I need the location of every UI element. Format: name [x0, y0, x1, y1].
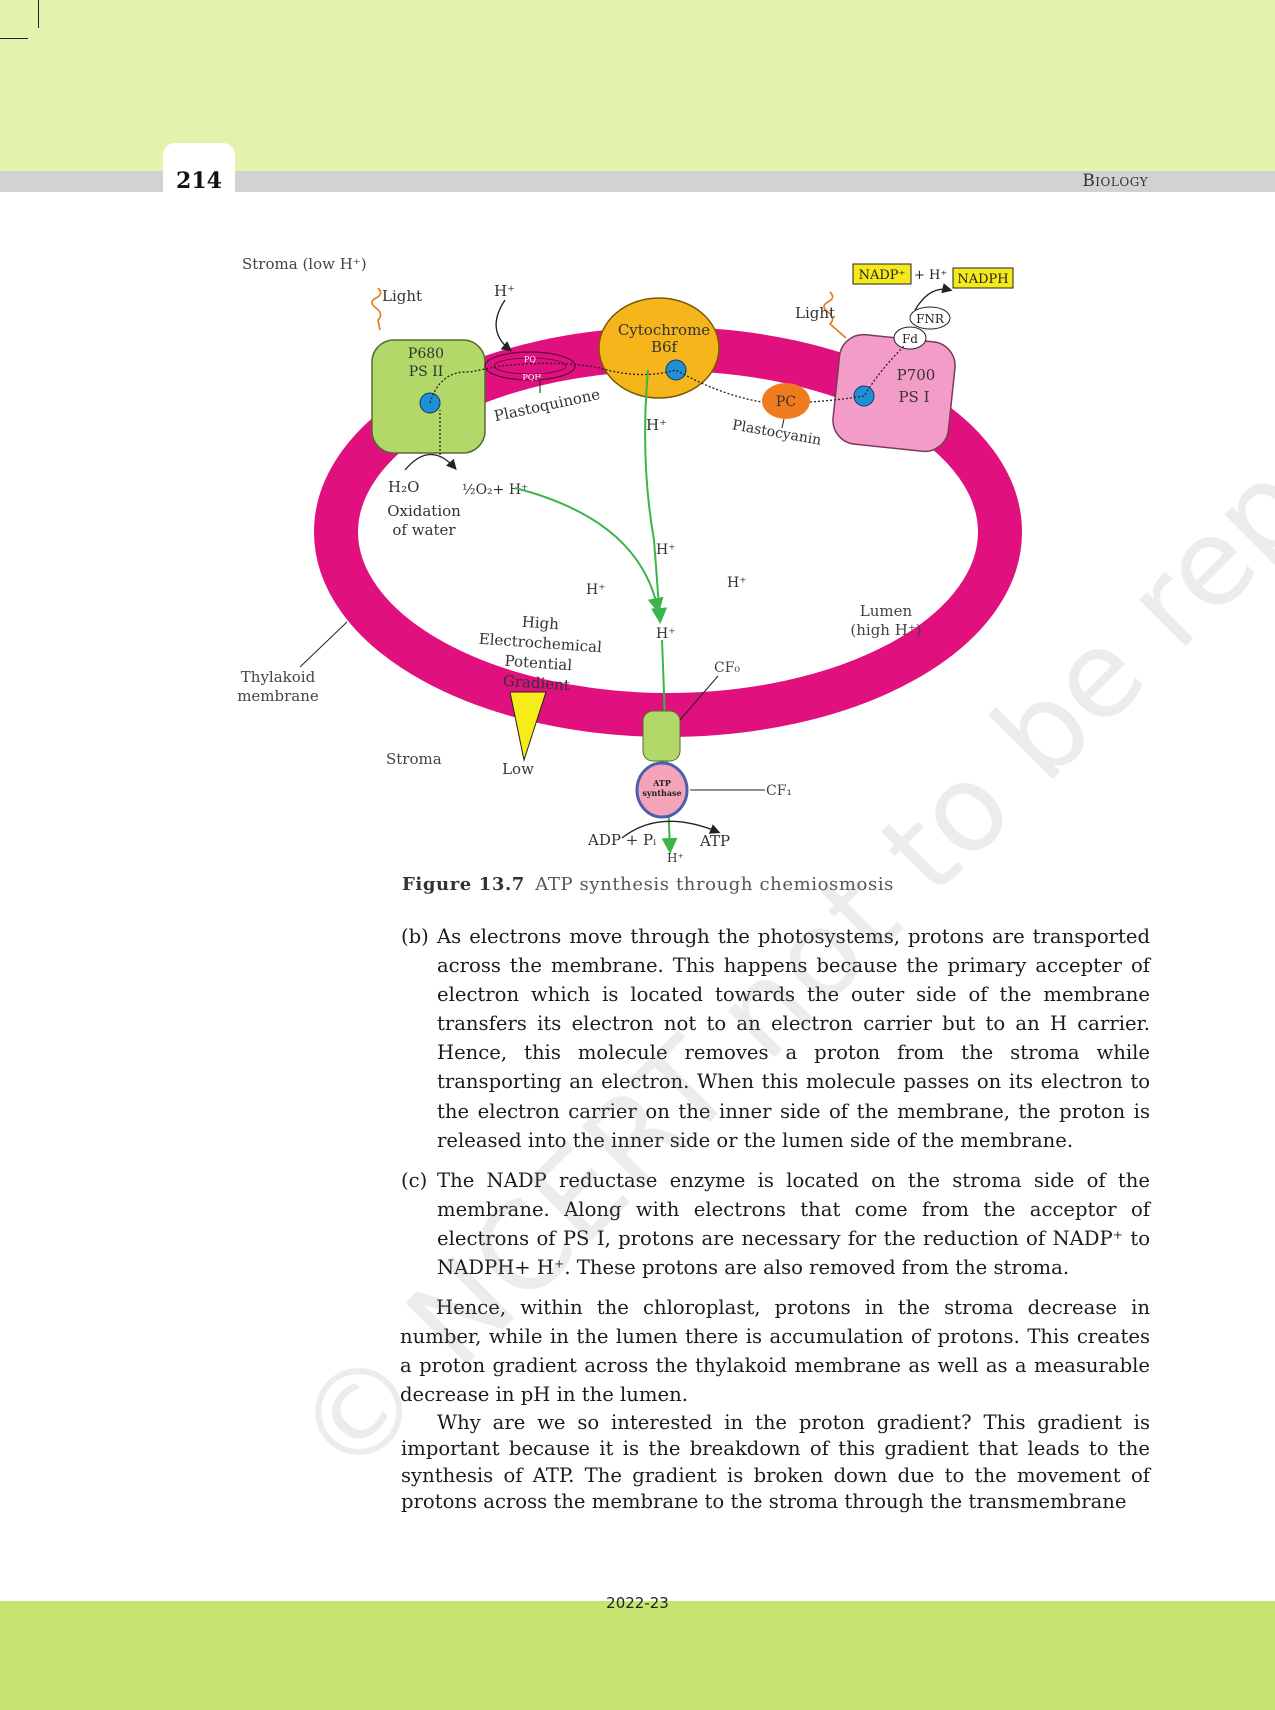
- h-plus-mid-4: H⁺: [656, 626, 676, 642]
- list-item-c: (c) The NADP reductase enzyme is located…: [401, 1166, 1150, 1282]
- h-plus-mid-2: H⁺: [586, 582, 606, 598]
- atp-arrow: [621, 820, 721, 839]
- p700-label: P700: [897, 366, 936, 384]
- atp-synthase-complex: [635, 761, 689, 819]
- chemiosmosis-figure: P680 PS II PQ PQH Plastoquinone Cytochro…: [237, 255, 1022, 865]
- cf0-label: CF₀: [714, 660, 740, 676]
- item-c-text: The NADP reductase enzyme is located on …: [437, 1168, 1150, 1280]
- lumen-label-2: (high H⁺): [850, 621, 921, 639]
- gradient-triangle: [509, 691, 547, 762]
- h2o-label: H₂O: [388, 478, 419, 496]
- item-c-label: (c): [401, 1168, 428, 1192]
- pq-label: PQ: [524, 355, 536, 364]
- top-color-band: [0, 0, 1275, 171]
- oxidation-label-1: Oxidation: [387, 502, 461, 520]
- lumen-label-1: Lumen: [860, 602, 913, 620]
- header-strip: [0, 171, 1275, 192]
- ps1-complex: [832, 333, 956, 453]
- oxidation-label-2: of water: [392, 521, 456, 539]
- low-label: Low: [502, 760, 534, 778]
- thylakoid-pointer: [299, 621, 348, 668]
- atp-label: ATP: [699, 832, 730, 850]
- proton-path-water: [514, 487, 664, 614]
- thylakoid-label-2: membrane: [237, 687, 319, 705]
- light-arrow-left: [371, 287, 382, 331]
- thylakoid-label-1: Thylakoid: [241, 668, 316, 686]
- plastocyanin-label: Plastocyanin: [731, 417, 823, 448]
- figure-caption-text: ATP synthesis through chemiosmosis: [535, 874, 895, 895]
- footer-year: 2022-23: [606, 1594, 669, 1612]
- nadp-box: [852, 263, 912, 285]
- pq-shuttle: [484, 351, 576, 381]
- p680-label: P680: [408, 346, 444, 362]
- figure-number: Figure 13.7: [402, 874, 525, 895]
- crop-mark: [0, 38, 28, 39]
- light-right-label: Light: [795, 304, 835, 322]
- electron-path: [429, 344, 906, 404]
- fnr-label: FNR: [916, 312, 945, 326]
- h-plus-mid-1: H⁺: [656, 542, 676, 558]
- cf0-complex: [642, 710, 681, 762]
- item-b-text: As electrons move through the photosyste…: [437, 925, 1150, 1152]
- b6f-label: B6f: [651, 338, 679, 356]
- pc-label: PC: [776, 394, 796, 410]
- water-arrow: [404, 453, 457, 471]
- pqh-label: PQH: [523, 373, 542, 382]
- figure-svg: P680 PS II PQ PQH Plastoquinone Cytochro…: [237, 255, 1022, 865]
- cf0-pointer: [679, 675, 719, 721]
- electron-dot: [665, 359, 687, 381]
- page-number: 214: [176, 168, 222, 194]
- body-text: (b) As electrons move through the photos…: [400, 922, 1150, 1516]
- gradient-label-2: Electrochemical: [478, 630, 603, 657]
- light-arrow-right: [823, 291, 847, 339]
- plus-h-label: + H⁺: [914, 268, 947, 283]
- h-plus-top-arrow: [495, 299, 513, 352]
- footer-band: [0, 1601, 1275, 1710]
- fd-carrier: [893, 326, 927, 350]
- h-plus-top-label: H⁺: [494, 282, 515, 300]
- adp-label: ADP + Pᵢ: [587, 831, 656, 849]
- h-plus-bottom-label: H⁺: [667, 851, 684, 865]
- ps1-label: PS I: [898, 388, 929, 406]
- nadph-label: NADPH: [957, 272, 1008, 287]
- figure-caption: Figure 13.7 ATP synthesis through chemio…: [402, 874, 894, 895]
- nadph-arrow: [914, 283, 953, 311]
- stroma-low-label: Stroma (low H⁺): [242, 255, 367, 273]
- running-head: Biology: [1082, 171, 1148, 191]
- gradient-label-1: High: [521, 613, 560, 634]
- electron-dot: [853, 385, 875, 407]
- paragraph-2: Why are we so interested in the proton g…: [401, 1410, 1150, 1514]
- h-plus-mid-3: H⁺: [727, 575, 747, 591]
- h-plus-cyt-label: H⁺: [646, 416, 667, 434]
- paragraph-1: Hence, within the chloroplast, protons i…: [400, 1296, 1150, 1407]
- list-item-b: (b) As electrons move through the photos…: [401, 922, 1150, 1155]
- nadph-box: [952, 267, 1014, 289]
- crop-mark: [38, 0, 39, 28]
- cf1-label: CF₁: [766, 783, 792, 799]
- half-o2-label: ½O₂+ H⁺: [462, 482, 528, 498]
- gradient-label-4: Gradient: [502, 672, 570, 695]
- cytochrome-complex: [598, 297, 720, 399]
- atp-synthase-label-1: ATP: [652, 778, 671, 788]
- cytochrome-label: Cytochrome: [618, 321, 710, 339]
- ps2-label: PS II: [409, 364, 444, 380]
- stroma-bottom-label: Stroma: [386, 750, 442, 768]
- page-number-tab: [163, 143, 235, 195]
- fd-label: Fd: [902, 332, 918, 346]
- gradient-label-3: Potential: [504, 652, 573, 675]
- pc-carrier: [762, 383, 810, 419]
- nadp-label: NADP⁺: [859, 268, 906, 283]
- proton-path-cytochrome: [644, 369, 668, 624]
- fnr-enzyme: [909, 306, 951, 330]
- item-b-label: (b): [401, 925, 429, 948]
- atp-synthase-label-2: synthase: [642, 788, 681, 798]
- pq-shuttle-inner: [493, 357, 567, 375]
- light-left-label: Light: [382, 287, 422, 305]
- plastocyanin-pointer: [781, 418, 785, 429]
